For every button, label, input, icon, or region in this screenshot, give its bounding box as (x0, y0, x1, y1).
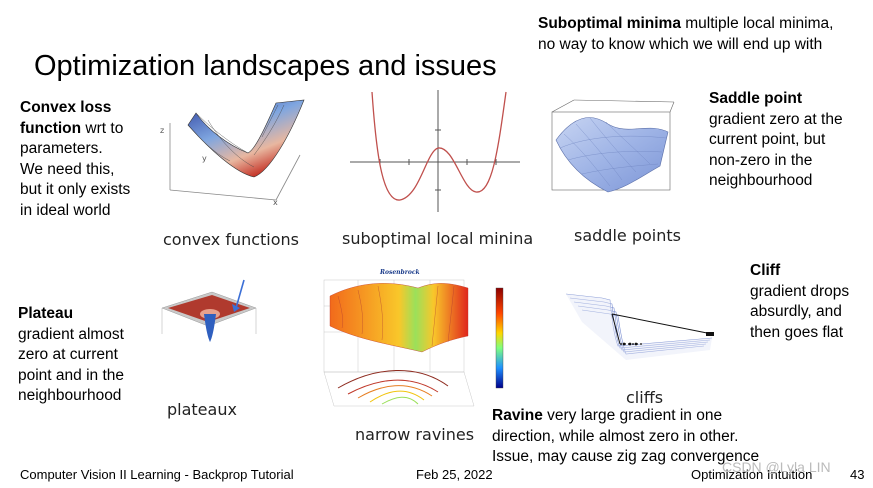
convex-note: Convex loss function wrt to parameters. … (20, 98, 160, 221)
caption-plateaux: plateaux (167, 400, 237, 419)
caption-convex: convex functions (163, 230, 300, 249)
saddle-heading: Saddle point (709, 90, 802, 107)
rosenbrock-label: Rosenbrock (379, 269, 420, 276)
suboptimal-line2: no way to know which we will end up with (538, 35, 823, 53)
footer-section: Optimization Intuition (691, 467, 813, 482)
slide-title: Optimization landscapes and issues (34, 50, 497, 82)
cliff-heading: Cliff (750, 262, 781, 279)
suboptimal-minima-note: Suboptimal minima multiple local minima,… (538, 14, 868, 55)
convex-line6: in ideal world (20, 201, 111, 219)
cliffs-figure (565, 293, 714, 360)
plateau-line4: point and in the (18, 366, 125, 384)
plateau-line3: zero at current (18, 346, 118, 363)
convex-axis-y: y (202, 154, 207, 163)
ravine-line1: very large gradient in one (542, 407, 723, 424)
convex-line5: but it only exists (20, 181, 131, 198)
convex-heading: Convex loss (20, 99, 112, 116)
caption-cliffs: cliffs (626, 388, 664, 407)
saddle-line5: neighbourhood (709, 172, 813, 189)
suboptimal-curve-figure (350, 90, 520, 212)
ravine-heading: Ravine (492, 407, 543, 424)
saddle-line4: non-zero in the (709, 151, 813, 169)
saddle-line3: current point, but (709, 131, 826, 148)
convex-axis-x: x (273, 198, 278, 207)
convex-line4: We need this, (20, 160, 115, 178)
caption-ravines: narrow ravines (355, 425, 475, 444)
cliff-note: Cliff gradient drops absurdly, and then … (750, 261, 870, 343)
convex-surface-figure: z y x (160, 99, 305, 207)
suboptimal-heading: Suboptimal minima (538, 15, 681, 32)
ravine-figure: Rosenbrock (323, 269, 504, 407)
footer-page-number: 43 (850, 467, 865, 482)
ravine-line2: direction, while almost zero in other. (492, 427, 739, 445)
cliff-line4: then goes flat (750, 323, 844, 341)
ravine-note: Ravine very large gradient in one direct… (492, 406, 822, 468)
convex-heading-2: function (20, 119, 82, 137)
plateau-note: Plateau gradient almost zero at current … (18, 304, 158, 407)
caption-suboptimal: suboptimal local minina (342, 229, 534, 248)
saddle-surface-figure (551, 99, 675, 193)
plateau-line2: gradient almost (18, 325, 124, 343)
convex-line2: wrt to (81, 119, 124, 137)
convex-line3: parameters. (20, 140, 103, 157)
saddle-line2: gradient zero at the (709, 110, 843, 128)
plateau-line5: neighbourhood (18, 387, 122, 404)
plateau-figure (161, 279, 257, 342)
ravine-line3: Issue, may cause zig zag convergence (492, 448, 760, 465)
plateau-heading: Plateau (18, 305, 74, 322)
cliff-line2: gradient drops (750, 282, 850, 300)
saddle-note: Saddle point gradient zero at the curren… (709, 89, 869, 192)
convex-axis-z: z (160, 126, 164, 135)
footer-date: Feb 25, 2022 (416, 467, 493, 482)
caption-saddle: saddle points (574, 226, 681, 245)
watermark: CSDN @Lyla LIN (722, 459, 831, 475)
footer-course: Computer Vision II Learning - Backprop T… (20, 467, 294, 482)
cliff-line3: absurdly, and (750, 303, 842, 320)
suboptimal-line1: multiple local minima, (680, 15, 834, 32)
